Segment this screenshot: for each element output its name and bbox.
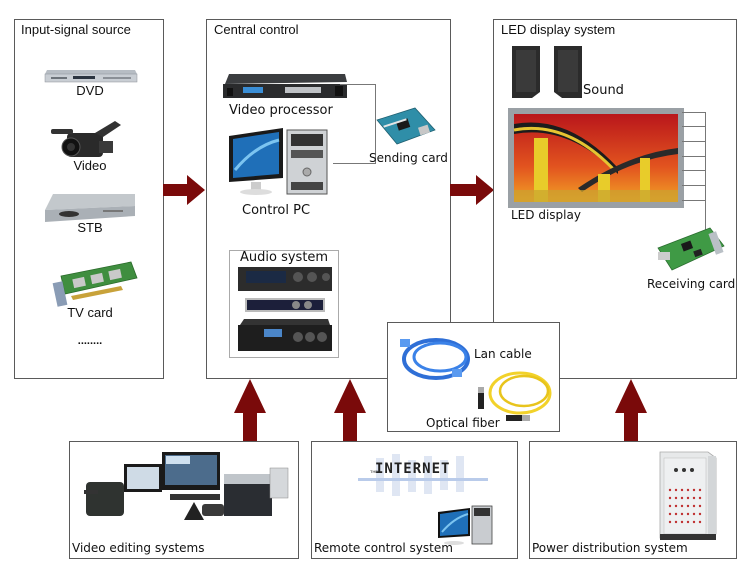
arrow-power-to-led: [615, 379, 647, 441]
arrow-video-editing-to-central: [234, 379, 266, 441]
video-editing-systems-panel: Video editing systems: [69, 441, 299, 559]
audio-amplifier-icon: [238, 267, 332, 351]
sending-card-label: Sending card: [369, 151, 448, 165]
panel-title: Input-signal source: [21, 22, 131, 37]
connector-line: [375, 84, 376, 164]
connector-line: [682, 126, 706, 127]
connector-line: [682, 156, 706, 157]
led-display-icon: [508, 108, 684, 208]
panel-title: Central control: [214, 22, 299, 37]
connector-line: [682, 112, 706, 113]
connector-line: [682, 185, 706, 186]
tv-card-icon: [52, 261, 138, 307]
audio-system-box: Audio system: [229, 250, 339, 358]
stb-label: STB: [77, 220, 103, 235]
receiving-card-icon: [657, 227, 725, 271]
dvd-player-icon: [44, 70, 138, 83]
sending-card-icon: [376, 107, 436, 145]
connector-line: [333, 163, 376, 164]
power-cabinet-icon: [659, 451, 717, 540]
receiving-card-label: Receiving card: [647, 277, 736, 291]
audio-system-label: Audio system: [240, 250, 329, 265]
connector-line: [705, 112, 706, 252]
optical-fiber-icon: [478, 371, 552, 421]
panel-title: LED display system: [501, 22, 616, 37]
lan-cable-label: Lan cable: [474, 347, 532, 361]
video-editing-systems-label: Video editing systems: [72, 541, 205, 555]
desktop-pc-icon: [229, 128, 328, 195]
central-control-panel: Central control Video processor Control …: [206, 19, 451, 379]
arrow-input-to-central: [163, 175, 205, 205]
arrow-remote-to-central: [334, 379, 366, 441]
input-signal-source-panel: Input-signal source DVD Video STB TV car…: [14, 19, 164, 379]
internet-logo-background: [358, 454, 488, 496]
connector-line: [682, 170, 706, 171]
more-sources-ellipsis: ........: [77, 335, 103, 347]
power-distribution-system-panel: Power distribution system: [529, 441, 737, 559]
tv-card-label: TV card: [67, 305, 113, 320]
video-label: Video: [73, 158, 107, 173]
control-pc-label: Control PC: [242, 203, 311, 218]
power-distribution-system-label: Power distribution system: [532, 541, 688, 555]
dvd-label: DVD: [76, 83, 104, 98]
led-display-system-panel: LED display system Sound LED display: [493, 19, 737, 379]
video-camera-icon: [51, 121, 121, 157]
video-editing-equipment-icon: [84, 452, 289, 520]
connector-line: [682, 200, 706, 201]
lan-cable-icon: [400, 338, 470, 380]
desktop-pc-icon: [438, 505, 493, 545]
video-processor-icon: [223, 74, 347, 98]
led-display-label: LED display: [511, 208, 581, 222]
remote-control-system-label: Remote control system: [314, 541, 453, 555]
connector-line: [340, 84, 376, 85]
arrow-central-to-led: [450, 175, 494, 205]
cables-panel: Lan cable Optical fiber: [387, 322, 560, 432]
remote-control-system-panel: THE INTERNET Remote control system: [311, 441, 518, 559]
connector-line: [682, 141, 706, 142]
video-processor-label: Video processor: [229, 103, 333, 118]
sound-label: Sound: [583, 83, 624, 98]
set-top-box-icon: [45, 194, 135, 222]
speaker-icon: [512, 46, 582, 98]
internet-logo-prefix: THE: [370, 469, 378, 474]
internet-logo-text: INTERNET: [375, 461, 451, 477]
optical-fiber-label: Optical fiber: [426, 416, 500, 430]
